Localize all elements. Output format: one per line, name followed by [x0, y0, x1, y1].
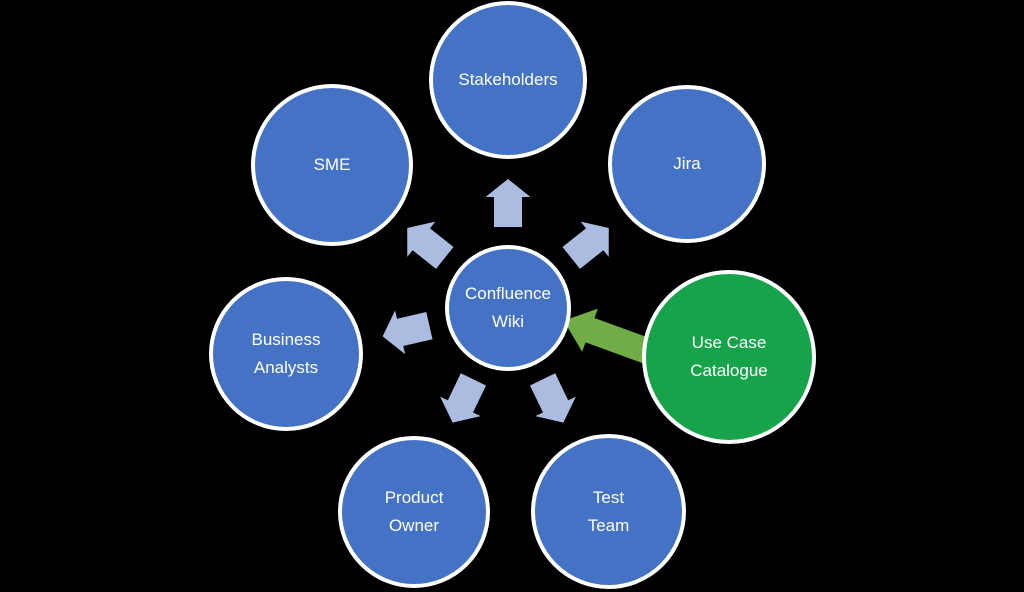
- node-use-case-catalogue: Use Case Catalogue: [642, 270, 816, 444]
- node-product-owner-label-line2: Owner: [388, 516, 440, 535]
- node-test-team-label-line1: Test: [592, 487, 625, 507]
- node-business-analysts-label-line2: Analysts: [253, 358, 319, 377]
- arrow-center-to-sme: [407, 221, 454, 269]
- node-sme-label: SME: [313, 155, 351, 174]
- node-use-case-catalogue-label-line1: Use Case: [691, 333, 767, 352]
- node-product-owner-label-line1: Product: [384, 488, 444, 507]
- node-stakeholders-label: Stakeholders: [458, 70, 558, 89]
- arrow-use-case-catalogue-to-center: [563, 308, 653, 364]
- node-product-owner: Product Owner: [338, 436, 490, 588]
- node-use-case-catalogue-label-line2: Catalogue: [690, 361, 768, 380]
- node-confluence-wiki-center: Confluence Wiki: [445, 245, 571, 371]
- node-sme: SME: [251, 84, 413, 246]
- node-jira-label: Jira: [673, 154, 701, 173]
- node-business-analysts: Business Analysts: [209, 277, 363, 431]
- node-stakeholders: Stakeholders: [429, 1, 587, 159]
- node-confluence-wiki-label-line2: Wiki: [491, 312, 525, 331]
- arrow-center-to-stakeholders: [485, 179, 531, 227]
- arrow-center-to-product-owner: [440, 373, 487, 423]
- node-confluence-wiki-label-line1: Confluence: [464, 284, 551, 303]
- node-test-team: Test Team: [531, 434, 686, 589]
- node-test-team-label-line2: Team: [587, 515, 630, 535]
- arrow-center-to-jira: [562, 221, 609, 269]
- arrow-center-to-business-analysts: [382, 310, 433, 355]
- node-jira: Jira: [608, 85, 766, 243]
- node-business-analysts-label-line1: Business: [251, 330, 321, 349]
- arrow-center-to-test-team: [529, 373, 576, 423]
